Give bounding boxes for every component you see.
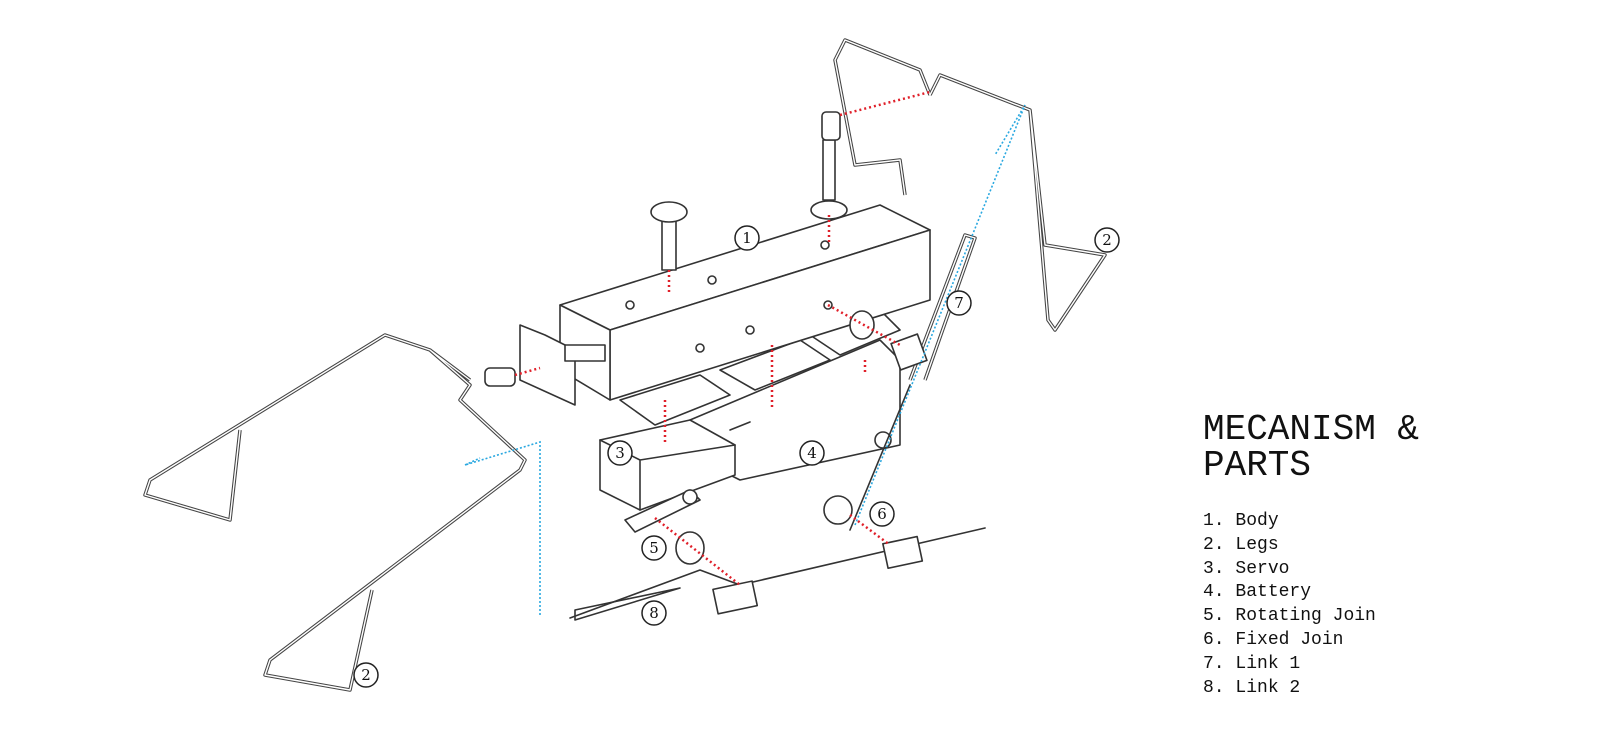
item-number: 2.	[1203, 534, 1225, 555]
svg-text:2: 2	[361, 666, 371, 684]
body	[519, 204, 931, 406]
item-number: 1.	[1203, 511, 1225, 531]
item-number: 7.	[1203, 653, 1225, 674]
link-paths	[464, 104, 1026, 615]
list-item: 3. Servo	[1203, 558, 1443, 582]
svg-text:4: 4	[807, 444, 817, 462]
servo	[599, 419, 736, 533]
left-leg	[143, 333, 527, 692]
item-number: 4.	[1203, 582, 1225, 603]
callout-fixed-join: 6	[869, 501, 895, 527]
item-number: 3.	[1203, 558, 1225, 579]
callout-link2: 8	[641, 600, 667, 626]
svg-text:8: 8	[649, 604, 659, 622]
assembly-lines	[514, 90, 931, 586]
item-label: Legs	[1235, 534, 1279, 555]
svg-text:7: 7	[954, 294, 964, 312]
item-label: Link 1	[1235, 653, 1301, 674]
callout-battery: 4	[799, 440, 825, 466]
list-item: 4. Battery	[1203, 581, 1443, 605]
callout-rotating-join: 5	[641, 535, 667, 561]
svg-text:6: 6	[877, 505, 887, 523]
links	[569, 233, 986, 621]
callout-leg-left: 2	[353, 662, 379, 688]
item-label: Link 2	[1235, 677, 1301, 698]
list-item: 6. Fixed Join	[1203, 629, 1443, 653]
item-label: Servo	[1235, 558, 1290, 579]
item-number: 8.	[1203, 677, 1225, 698]
callout-link1: 7	[946, 290, 972, 316]
legend-title: MECANISM & PARTS	[1203, 409, 1420, 486]
screws	[484, 111, 875, 565]
svg-text:1: 1	[742, 229, 752, 247]
callout-leg-right: 2	[1094, 227, 1120, 253]
item-label: Fixed Join	[1235, 629, 1344, 650]
item-label: Rotating Join	[1235, 606, 1376, 627]
list-item: 7. Link 1	[1203, 653, 1443, 677]
list-item: 8. Link 2	[1203, 677, 1443, 701]
parts-legend: MECANISM & PARTS 1. Body 2. Legs 3. Serv…	[1203, 412, 1443, 700]
item-number: 5.	[1203, 606, 1225, 627]
item-label: Battery	[1235, 582, 1312, 603]
item-number: 6.	[1203, 629, 1225, 650]
list-item: 5. Rotating Join	[1203, 605, 1443, 629]
svg-text:2: 2	[1102, 231, 1112, 249]
callout-servo: 3	[607, 440, 633, 466]
parts-list: 1. Body 2. Legs 3. Servo 4. Battery 5. R…	[1203, 510, 1443, 700]
svg-text:5: 5	[649, 539, 659, 557]
item-label: Body	[1235, 511, 1279, 531]
list-item: 2. Legs	[1203, 534, 1443, 558]
callout-body: 1	[734, 225, 760, 251]
right-leg	[833, 38, 1107, 332]
list-item: 1. Body	[1203, 510, 1443, 534]
svg-text:3: 3	[615, 444, 625, 462]
